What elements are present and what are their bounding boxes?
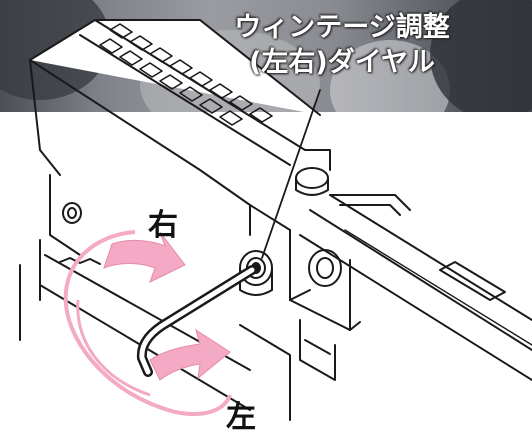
hex-key: [136, 265, 257, 377]
direction-label-left: 左: [226, 400, 256, 435]
rotation-arrow-left: [76, 299, 231, 397]
callout-line-2: (左右)ダイヤル: [249, 47, 435, 78]
background-photo: [0, 0, 532, 112]
callout-label: ウィンテージ調整 (左右)ダイヤル: [222, 10, 462, 80]
rotation-arrow-right: [63, 230, 232, 417]
direction-label-right: 右: [148, 208, 178, 243]
callout-line-1: ウィンテージ調整: [234, 12, 450, 43]
